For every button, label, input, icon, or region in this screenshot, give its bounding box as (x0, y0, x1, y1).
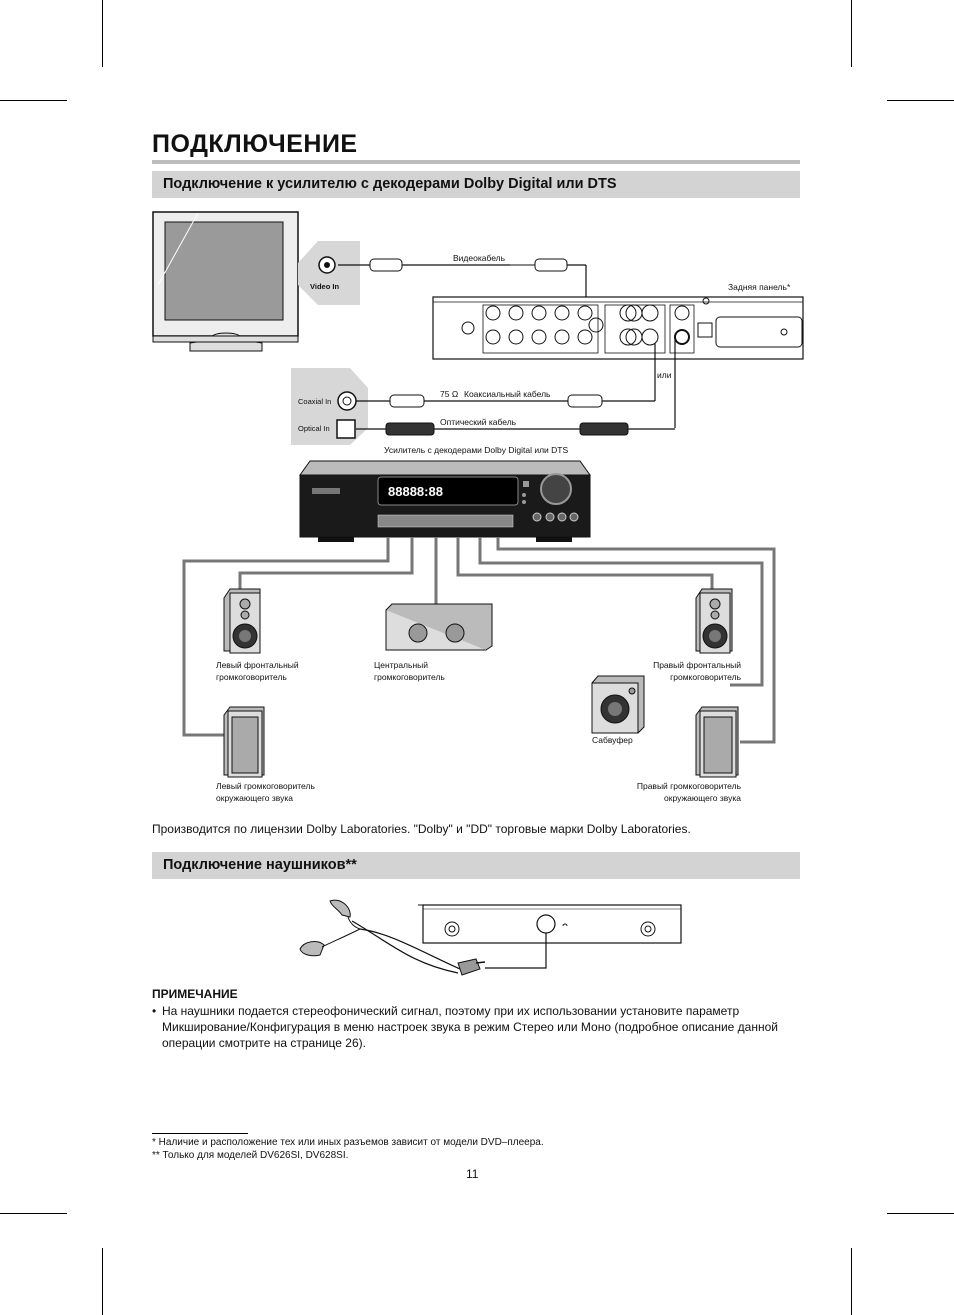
crop-mark (887, 100, 954, 101)
optical-cable-label: Оптический кабель (440, 417, 517, 427)
dvd-rear-panel (432, 296, 804, 360)
footnote-2: ** Только для моделей DV626SI, DV628SI. (152, 1150, 349, 1161)
optical-cable (356, 422, 675, 436)
optical-in-label: Optical In (298, 424, 330, 433)
crop-mark (851, 0, 852, 67)
subwoofer-icon (591, 675, 645, 734)
crop-mark (887, 1213, 954, 1214)
tv-icon (152, 211, 299, 352)
footnote-1: * Наличие и расположение тех или иных ра… (152, 1137, 544, 1148)
title-rule (152, 160, 800, 164)
center-label-1: Центральный (374, 660, 428, 670)
center-label-2: громкоговоритель (374, 672, 445, 682)
optical-in-jack (336, 419, 356, 439)
video-in-label: Video In (310, 282, 339, 291)
crop-mark (851, 1248, 852, 1315)
ohm-label: 75 Ω (440, 389, 458, 399)
section-heading-text: Подключение наушников** (163, 857, 357, 873)
speaker-wires (182, 537, 776, 744)
amp-inputs-callout (291, 368, 368, 445)
or-label: или (657, 370, 672, 380)
right-front-label-1: Правый фронтальный (653, 660, 741, 670)
right-surround-label-1: Правый громкоговоритель (637, 781, 742, 791)
rear-panel-label: Задняя панель* (728, 282, 791, 292)
left-surround-label-1: Левый громкоговоритель (216, 781, 315, 791)
crop-mark (0, 1213, 67, 1214)
crop-mark (0, 100, 67, 101)
amplifier-icon (299, 460, 591, 542)
section-heading-headphones: Подключение наушников** (152, 852, 800, 879)
right-front-label-2: громкоговоритель (670, 672, 741, 682)
right-surround-label-2: окружающего звука (664, 793, 741, 803)
coaxial-in-label: Coaxial In (298, 397, 331, 406)
amplifier-label: Усилитель с декодерами Dolby Digital или… (384, 445, 569, 455)
crop-mark (102, 0, 103, 67)
coaxial-in-jack (337, 391, 357, 411)
left-front-label-1: Левый фронтальный (216, 660, 299, 670)
note-bullet: • (152, 1004, 157, 1018)
crop-mark (102, 1248, 103, 1315)
page-number: 11 (466, 1167, 479, 1181)
coaxial-cable-label: Коаксиальный кабель (464, 389, 551, 399)
right-front-speaker-icon (695, 588, 733, 654)
dvd-front-panel (418, 904, 682, 944)
section-heading-text: Подключение к усилителю с декодерами Dol… (163, 176, 617, 192)
subwoofer-label: Сабвуфер (592, 735, 633, 745)
section-heading-amplifier: Подключение к усилителю с декодерами Dol… (152, 171, 800, 198)
connection-diagram: Video In Видеокабель Задняя панель* (152, 211, 804, 803)
coaxial-cable (356, 394, 655, 408)
license-text: Производится по лицензии Dolby Laborator… (152, 822, 691, 836)
page-title: ПОДКЛЮЧЕНИЕ (152, 130, 358, 158)
headphones-diagram (299, 899, 682, 976)
headphones-icon (299, 899, 547, 976)
note-title: ПРИМЕЧАНИЕ (152, 987, 238, 1001)
footnote-rule (152, 1133, 248, 1134)
video-cable (338, 258, 587, 309)
right-surround-speaker-icon (695, 706, 739, 778)
video-cable-label: Видеокабель (453, 253, 506, 263)
center-speaker-icon (385, 603, 493, 651)
left-surround-label-2: окружающего звука (216, 793, 293, 803)
left-front-speaker-icon (223, 588, 261, 654)
note-body: • На наушники подается стереофонический … (152, 1003, 802, 1051)
left-surround-speaker-icon (223, 706, 265, 778)
amp-display: 88888:88 (388, 484, 443, 499)
left-front-label-2: громкоговоритель (216, 672, 287, 682)
note-text: На наушники подается стереофонический си… (162, 1004, 778, 1050)
